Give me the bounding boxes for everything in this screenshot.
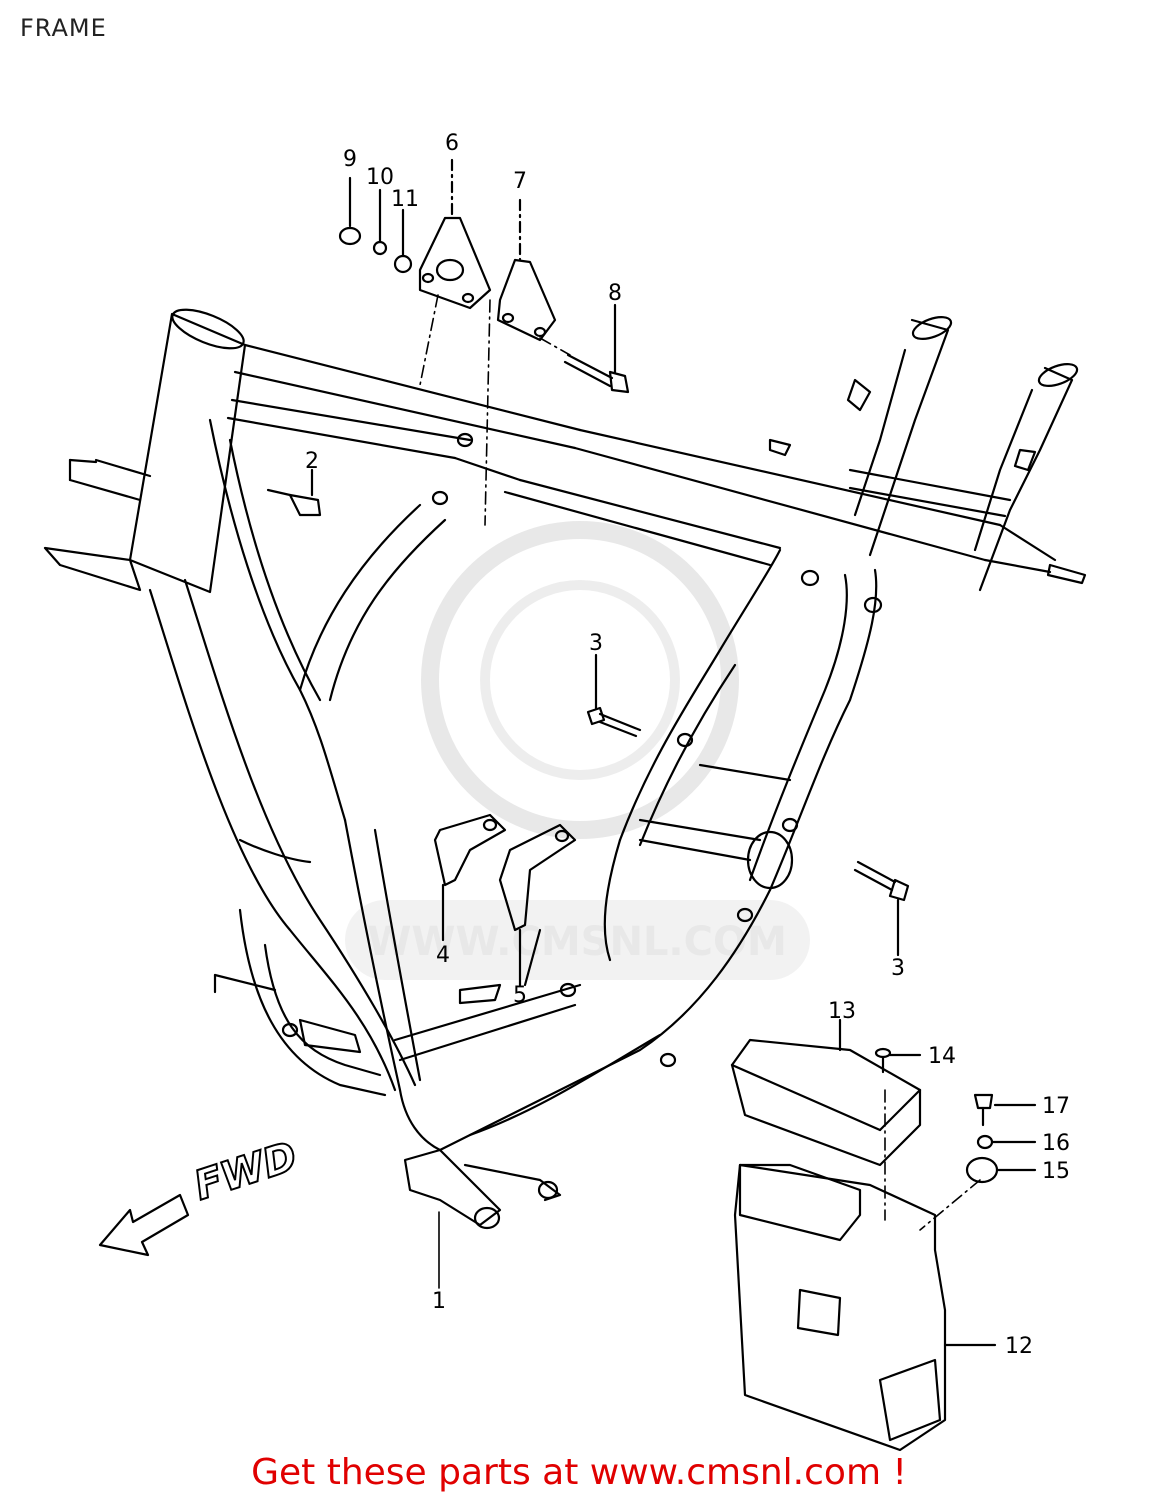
part-10-washer xyxy=(372,188,388,256)
part-7-mount-plate xyxy=(496,198,557,342)
label-part-15: 15 xyxy=(1042,1159,1070,1184)
label-part-13: 13 xyxy=(828,999,856,1024)
label-part-1: 1 xyxy=(432,1289,446,1314)
cross-tubes xyxy=(638,763,794,890)
label-part-10: 10 xyxy=(366,165,394,190)
exhaust-pipe xyxy=(213,908,387,1097)
label-part-9: 9 xyxy=(343,147,357,172)
part-8-bolt xyxy=(563,303,630,394)
watermark-text: WWW.CMSNL.COM xyxy=(367,919,787,965)
part-6-mount-plate xyxy=(418,158,492,310)
page-title: FRAME xyxy=(20,14,107,42)
label-part-11: 11 xyxy=(391,187,419,212)
down-tube-rear xyxy=(208,418,447,822)
label-part-7: 7 xyxy=(513,169,527,194)
assembly-lines xyxy=(419,294,981,1231)
part-4-bracket xyxy=(433,813,507,942)
top-tubes xyxy=(226,343,1087,585)
rear-stays xyxy=(768,316,1079,592)
label-part-4: 4 xyxy=(436,943,450,968)
frame-mount-holes xyxy=(281,432,883,1068)
part-11-washer xyxy=(393,208,413,274)
part-3-bolt-lower xyxy=(853,860,910,957)
part-3-bolt-upper xyxy=(586,653,642,738)
part-5-bracket xyxy=(498,823,577,987)
part-2-clip xyxy=(266,468,322,517)
part-17-bolt xyxy=(973,1093,1037,1127)
part-14-screw xyxy=(874,1047,922,1074)
label-part-6: 6 xyxy=(445,131,459,156)
label-part-3-lower: 3 xyxy=(891,956,905,981)
cmsnl-link[interactable]: Get these parts at www.cmsnl.com ! xyxy=(251,1452,907,1493)
lower-cradle xyxy=(343,548,878,1152)
fwd-label: FWD xyxy=(189,1133,303,1209)
label-part-8: 8 xyxy=(608,281,622,306)
label-part-14: 14 xyxy=(928,1044,956,1069)
part-12-battery-case xyxy=(733,1163,997,1452)
part-9-nut xyxy=(338,176,362,246)
part-15-spacer xyxy=(965,1156,1037,1184)
label-part-5: 5 xyxy=(513,983,527,1008)
label-part-3-upper: 3 xyxy=(589,631,603,656)
leader-lines xyxy=(438,899,899,1289)
label-part-17: 17 xyxy=(1042,1094,1070,1119)
label-part-12: 12 xyxy=(1005,1334,1033,1359)
pivot-area xyxy=(403,1148,562,1230)
part-13-battery-cover xyxy=(730,1018,922,1167)
part-labels: 1 2 3 3 4 5 6 7 8 9 10 11 12 13 14 15 16… xyxy=(188,131,1070,1359)
head-tube xyxy=(43,308,247,594)
forward-arrow xyxy=(98,1193,190,1257)
part-16-washer xyxy=(976,1134,1037,1150)
label-part-16: 16 xyxy=(1042,1131,1070,1156)
label-part-2: 2 xyxy=(305,449,319,474)
watermark-logo: WWW.CMSNL.COM xyxy=(345,521,810,980)
